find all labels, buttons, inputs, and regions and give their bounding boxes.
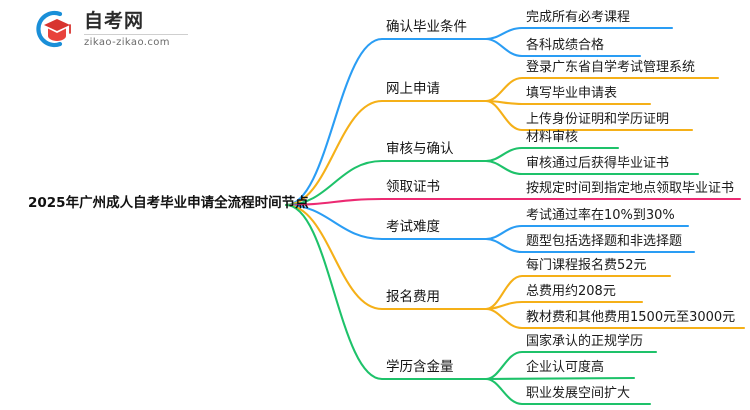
connector-line: [284, 159, 488, 207]
logo-wordmark: 自考网 zikao-zikao.com: [84, 10, 188, 48]
mindmap-leaf-label[interactable]: 考试通过率在10%到30%: [526, 208, 675, 223]
mindmap-leaf-label[interactable]: 登录广东省自学考试管理系统: [526, 60, 696, 75]
mindmap-leaf-label[interactable]: 企业认可度高: [526, 360, 605, 375]
mindmap-branch-label[interactable]: 考试难度: [386, 219, 440, 235]
connector-line: [484, 237, 696, 254]
mindmap-branch-label[interactable]: 网上申请: [386, 81, 440, 97]
connector-line: [484, 376, 636, 381]
connector-line: [284, 203, 488, 241]
mindmap-root-label[interactable]: 2025年广州成人自考毕业申请全流程时间节点: [28, 195, 309, 211]
connector-line: [484, 159, 700, 176]
mindmap-leaf-label[interactable]: 填写毕业申请表: [526, 86, 618, 101]
graduation-cap-arc-logo-icon: [30, 8, 76, 50]
connector-line: [284, 203, 488, 381]
mindmap-leaf-label[interactable]: 国家承认的正规学历: [526, 334, 644, 349]
site-logo: 自考网 zikao-zikao.com: [30, 8, 188, 50]
mindmap-leaf-label[interactable]: 总费用约208元: [526, 284, 616, 299]
mindmap-leaf-label[interactable]: 职业发展空间扩大: [526, 386, 631, 401]
mindmap-leaf-label[interactable]: 各科成绩合格: [526, 38, 605, 53]
mindmap-leaf-label[interactable]: 按规定时间到指定地点领取毕业证书: [526, 181, 735, 196]
logo-divider: [84, 34, 188, 35]
mindmap-leaf-label[interactable]: 题型包括选择题和非选择题: [526, 234, 683, 249]
mindmap-branch-label[interactable]: 报名费用: [386, 289, 440, 305]
connector-line: [284, 203, 488, 311]
connector-line: [484, 37, 642, 58]
mindmap-leaf-label[interactable]: 审核通过后获得毕业证书: [526, 156, 670, 171]
connector-line: [484, 377, 652, 406]
mindmap-branch-label[interactable]: 学历含金量: [386, 359, 454, 375]
logo-domain: zikao-zikao.com: [84, 37, 170, 48]
mindmap-leaf-label[interactable]: 上传身份证明和学历证明: [526, 112, 670, 127]
mindmap-branch-label[interactable]: 领取证书: [386, 179, 440, 195]
connector-line: [284, 197, 488, 207]
connector-line: [484, 307, 746, 330]
mindmap-leaf-label[interactable]: 教材费和其他费用1500元至3000元: [526, 310, 736, 325]
mindmap-leaf-label[interactable]: 每门课程报名费52元: [526, 258, 647, 273]
connector-line: [284, 99, 488, 207]
mindmap-branch-label[interactable]: 确认毕业条件: [386, 19, 467, 35]
connector-line: [484, 99, 652, 106]
mindmap-leaf-label[interactable]: 完成所有必考课程: [526, 10, 631, 25]
logo-name-zh: 自考网: [84, 10, 145, 32]
connector-line: [284, 37, 488, 207]
connector-line: [484, 300, 644, 311]
mindmap-leaf-label[interactable]: 材料审核: [526, 130, 579, 145]
connector-line: [484, 99, 694, 132]
mindmap-branch-label[interactable]: 审核与确认: [386, 141, 454, 157]
